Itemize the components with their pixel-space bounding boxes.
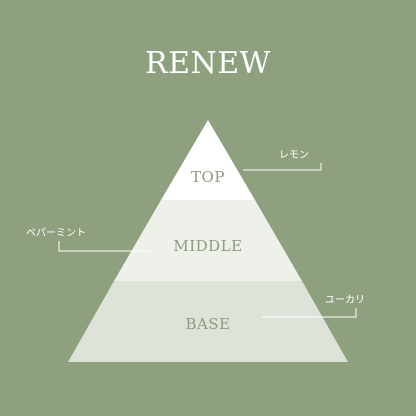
pyramid-tier-middle bbox=[114, 200, 302, 281]
pyramid-tier-top bbox=[161, 120, 255, 200]
pyramid-tier-base bbox=[68, 281, 348, 362]
note-label-top: レモン bbox=[279, 150, 309, 161]
leader-line-base bbox=[262, 308, 357, 318]
note-label-middle: ペパーミント bbox=[26, 227, 86, 239]
tier-label-top: TOP bbox=[191, 168, 225, 186]
leader-line-middle bbox=[58, 241, 150, 252]
leader-line-top bbox=[243, 163, 322, 171]
tier-label-middle: MIDDLE bbox=[173, 237, 242, 255]
note-label-base: ユーカリ bbox=[325, 294, 365, 306]
page-title: RENEW bbox=[145, 46, 271, 81]
tier-label-base: BASE bbox=[185, 315, 230, 333]
